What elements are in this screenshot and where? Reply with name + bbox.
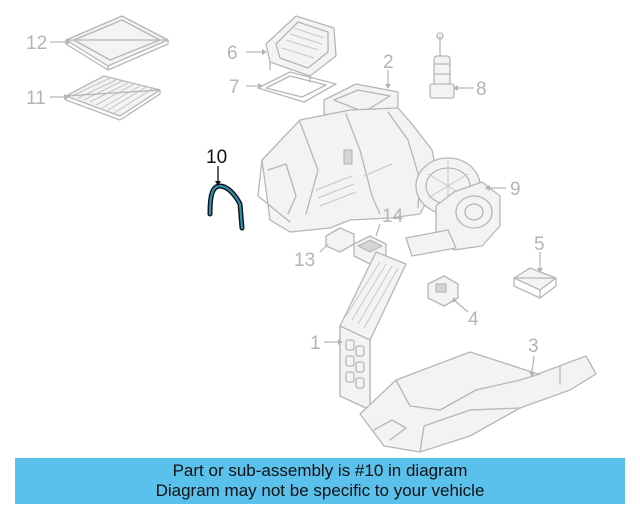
callout-8: 8 <box>476 79 487 100</box>
part-8-actuator <box>429 32 455 99</box>
callout-7: 7 <box>229 77 240 98</box>
info-banner: Part or sub-assembly is #10 in diagram D… <box>15 458 625 504</box>
callout-1: 1 <box>310 333 321 354</box>
part-7-seal <box>257 71 337 103</box>
banner-line-1: Part or sub-assembly is #10 in diagram <box>172 461 468 480</box>
part-4-switch <box>427 275 459 307</box>
part-10-hose <box>207 183 245 231</box>
callout-10: 10 <box>206 147 227 168</box>
part-3-lower-duct <box>359 351 597 453</box>
callout-9: 9 <box>510 179 521 200</box>
callout-5: 5 <box>534 234 545 255</box>
banner-line-2: Diagram may not be specific to your vehi… <box>155 481 485 500</box>
part-5-resistor <box>513 267 557 299</box>
part-2-housing <box>257 83 439 233</box>
part-13-bracket <box>325 227 355 253</box>
callout-11: 11 <box>26 88 46 109</box>
callout-13: 13 <box>294 250 315 271</box>
callout-12: 12 <box>26 33 47 54</box>
callout-3: 3 <box>528 336 539 357</box>
callout-2: 2 <box>383 52 394 73</box>
part-6-air-inlet <box>265 15 337 83</box>
callout-14: 14 <box>382 206 404 227</box>
callout-6: 6 <box>227 43 238 64</box>
part-11-filter-element <box>65 75 161 121</box>
part-12-filter-frame <box>65 15 169 71</box>
callout-4: 4 <box>468 309 479 330</box>
part-9-blower-motor <box>405 157 501 257</box>
